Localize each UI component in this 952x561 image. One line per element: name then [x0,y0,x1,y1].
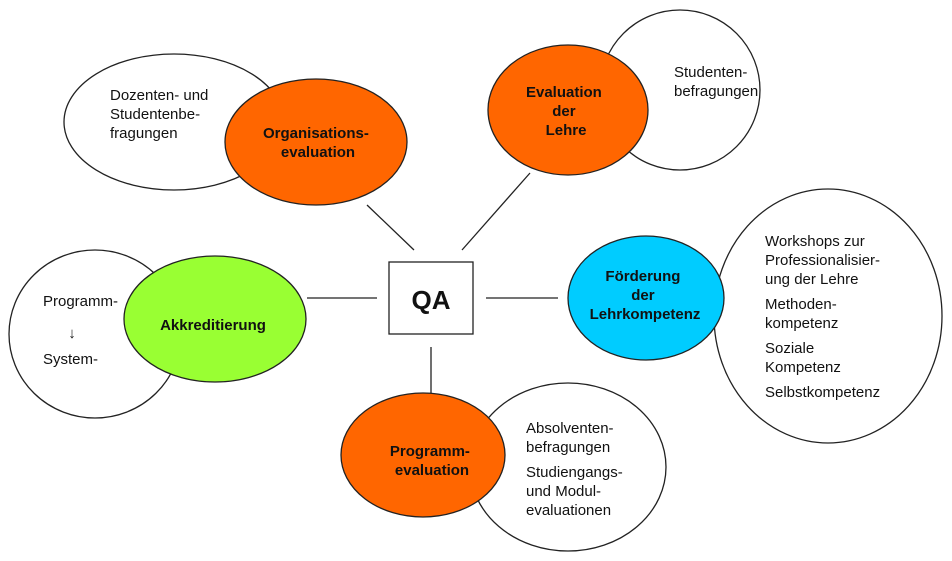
qa-box [388,261,474,335]
notes-foerderung: Workshops zur Professionalisier- ung der… [765,233,884,401]
notes-akkreditierung-programm: Programm- [43,293,118,310]
node-akkreditierung [123,255,307,383]
notes-programm: Absolventen- befragungen Studiengangs- u… [526,420,627,519]
connector-organisation [366,204,415,251]
connector-lehre [461,172,531,251]
label-organisation: Organisations- evaluation [263,125,373,161]
label-akkreditierung: Akkreditierung [160,317,266,334]
node-lehre [487,44,649,176]
qa-label: QA [412,285,451,315]
notes-organisation: Dozenten- und Studentenbe- fragungen [110,87,213,142]
notes-akkreditierung-system: System- [43,351,98,368]
node-foerderung [567,235,725,361]
label-foerderung: Förderung der Lehrkompetenz [590,268,701,323]
notes-lehre: Studenten- befragungen [674,64,758,100]
node-organisation [224,78,408,206]
label-lehre: Evaluation der Lehre [526,84,606,139]
node-programm [340,392,506,518]
arrow-down-icon: ↓ [68,325,76,342]
label-programm: Programm- evaluation [390,443,474,479]
